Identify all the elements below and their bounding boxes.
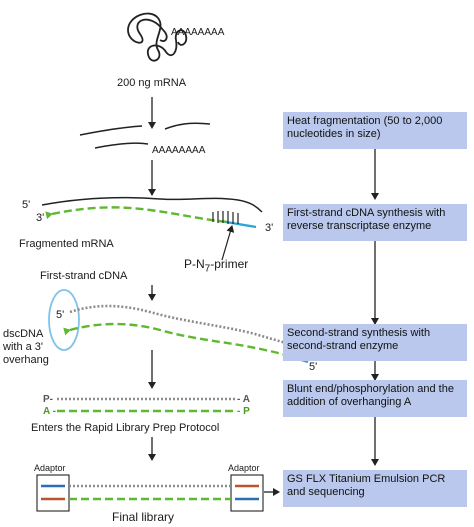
first-strand-cdna-label: First-strand cDNA [40,270,128,282]
a-bottom-label: A - [43,406,56,417]
three-prime-label-right: 3' [265,222,274,234]
fragment-2 [164,122,211,130]
overhang-ellipse [48,289,80,351]
mrna-template [41,196,263,213]
fragment-3 [94,142,149,149]
rapid-library-label: Enters the Rapid Library Prep Protocol [31,422,220,434]
adaptor-left-box [36,474,70,512]
polya-fragment-label: AAAAAAAA [152,145,206,156]
polya-tail-label: AAAAAAAA [171,27,225,38]
five-prime-label: 5' [22,199,31,211]
three-prime-label: 3' [36,212,45,224]
five-prime-dscdna: 5' [56,309,65,321]
adaptor-right-label: Adaptor [228,463,260,473]
step-emulsion-pcr: GS FLX Titanium Emulsion PCR and sequenc… [283,470,467,507]
dscdna-label-2: with a 3' [3,341,44,353]
primer-segment [225,220,257,229]
p-bottom-label: - P [237,406,250,417]
step-blunt-end-a-tailing: Blunt end/phosphorylation and the additi… [283,380,467,417]
step-first-strand-synthesis: First-strand cDNA synthesis with reverse… [283,204,467,241]
fragment-1 [79,125,143,136]
second-strand [69,304,301,350]
primer-suffix: -primer [210,257,249,271]
dscdna-label-3: overhang [3,354,49,366]
primer-subscript: 7 [204,263,211,275]
adaptor-left-label: Adaptor [34,463,66,473]
step-second-strand-synthesis: Second-strand synthesis with second-stra… [283,324,467,361]
a-top-label: - A [237,394,250,405]
primer-prefix: P-N [184,257,205,271]
mrna-amount-label: 200 ng mRNA [117,77,187,89]
cdna-strand [45,206,229,224]
primer-label: P-N7-primer [184,258,248,275]
step-heat-fragmentation: Heat fragmentation (50 to 2,000 nucleoti… [283,112,467,149]
primer-ticks [212,211,239,224]
dscdna-label-1: dscDNA [3,328,44,340]
final-library-label: Final library [112,510,175,524]
p-top-label: P- [43,394,53,405]
five-prime-dscdna-right: 5' [309,361,318,373]
fragmented-mrna-label: Fragmented mRNA [19,238,114,250]
adaptor-right-box [230,474,264,512]
mrna-squiggle [127,12,188,62]
cdna-strand-2 [63,322,289,358]
